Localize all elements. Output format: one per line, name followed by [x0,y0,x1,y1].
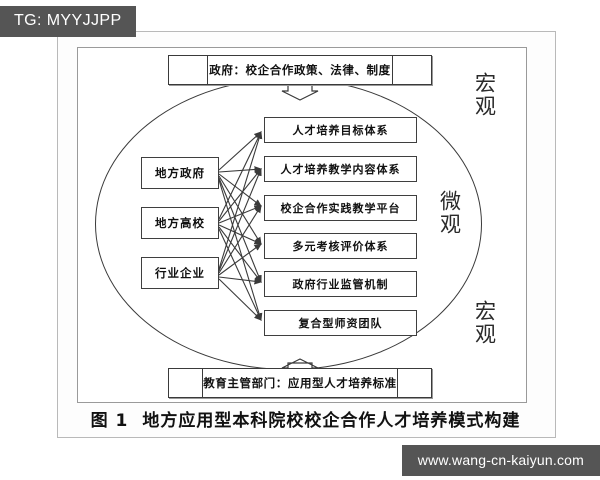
box-talent-goal-system: 人才培养目标体系 [264,117,417,143]
box-practice-teaching-platform: 校企合作实践教学平台 [264,195,417,221]
banner-top-left-cell [169,56,208,84]
banner-bottom-left-cell [169,369,204,397]
banner-top-right-cell [392,56,431,84]
tg-badge: TG: MYYJJPP [0,6,136,37]
box-multi-assessment-system: 多元考核评价体系 [264,233,417,259]
box-teaching-content-system: 人才培养教学内容体系 [264,156,417,182]
label-macro-top: 宏观 [472,72,497,118]
site-watermark: www.wang-cn-kaiyun.com [401,445,600,476]
figure-caption-text: 地方应用型本科院校校企合作人才培养模式构建 [142,411,521,431]
banner-top-label: 政府：校企合作政策、法律、制度 [209,63,391,77]
banner-government-policy: 政府：校企合作政策、法律、制度 [168,55,432,85]
box-industry-enterprise: 行业企业 [141,257,219,289]
banner-education-authority: 教育主管部门：应用型人才培养标准 [168,368,432,398]
label-macro-bottom: 宏观 [472,300,497,346]
banner-bottom-right-cell [396,369,431,397]
box-government-supervision: 政府行业监管机制 [264,271,417,297]
banner-bottom-label: 教育主管部门：应用型人才培养标准 [203,376,397,390]
box-local-government: 地方政府 [141,157,219,189]
label-micro: 微观 [437,190,462,236]
box-composite-faculty-team: 复合型师资团队 [264,310,417,336]
figure-caption-number: 图 1 [90,411,129,431]
figure-caption: 图 1 地方应用型本科院校校企合作人才培养模式构建 [57,406,554,431]
box-local-university: 地方高校 [141,207,219,239]
